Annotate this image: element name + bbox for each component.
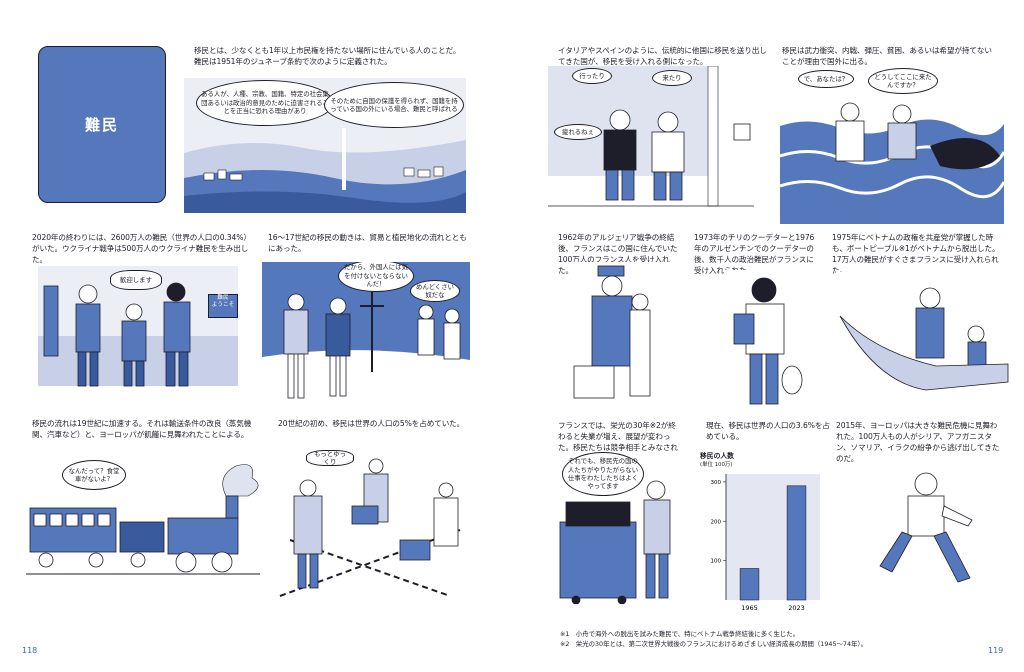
text-current-migrants: 現在、移民は世界の人口の3.6%を占めている。 xyxy=(706,421,830,441)
text-italy-spain: イタリアやスペインのように、伝統的に他国に移民を送り出してきた国が、移民を受け入… xyxy=(558,46,767,66)
speech-bubble: だから、外国人には気を付けないとならないんだ！ xyxy=(338,262,414,292)
speech-bubble: もっとゆっくり xyxy=(306,450,354,466)
panel-boat-people xyxy=(836,272,1010,408)
text-2015-crisis: 2015年、ヨーロッパは大きな難民危機に見舞われた。100万人もの人がシリア、ア… xyxy=(836,421,1000,463)
speech-bubble: 疲れるねぇ xyxy=(554,124,602,140)
speech-bubble: どうしてここに来たんですか？ xyxy=(868,68,938,94)
panel-geneva: ある人が、人種、宗教、国籍、特定の社会集団あるいは政治的意見のために迫害されるこ… xyxy=(184,78,466,213)
speech-bubble: 来たり xyxy=(652,70,692,86)
speech-bubble: で、あなたは？ xyxy=(798,70,854,88)
chart-y-tick-label: 200 xyxy=(711,519,722,525)
panel-train: なんだって？食堂車がないよ？ xyxy=(26,456,260,598)
migrants-chart: 移民の人数 (単位 100万) 100 200 300 1965 2023 xyxy=(696,450,830,618)
panel-algeria-family xyxy=(570,262,680,408)
chart-y-tick-label: 100 xyxy=(711,559,722,565)
chart-bar xyxy=(739,568,760,601)
text-refugees-2020: 2020年の終わりには、2600万人の難民（世界の人口の0.34%）がいた。ウク… xyxy=(32,233,251,264)
speech-bubble: それでも、移民先の国の人たちがやりたがらない仕事をわたしたちはよくやってます xyxy=(562,452,644,496)
chart-bar xyxy=(786,485,807,601)
chart-x-tick-label: 2023 xyxy=(788,604,805,612)
panel-inspection: もっとゆっくり xyxy=(270,450,470,600)
chart-x-tick-label: 1965 xyxy=(741,604,758,612)
intro-text: 移民とは、少なくとも1年以上市民権を持たない場所に住んでいる人のことだ。難民は1… xyxy=(194,46,461,66)
text-vietnam: 1975年にベトナムの政権を共産党が掌握した時も、ボートピープル※1がベトナムか… xyxy=(832,233,1000,275)
text-reasons: 移民は武力衝突、内戦、弾圧、貧困、あるいは希望が持てないことが理由で国外に出る。 xyxy=(782,46,992,66)
panel-colonists: だから、外国人には気を付けないとならないんだ！ めんどくさい奴だな xyxy=(262,262,470,408)
chapter-title: 難民 xyxy=(84,116,119,134)
panel-chile-woman xyxy=(724,270,808,410)
speech-bubble: ある人が、人種、宗教、国籍、特定の社会集団あるいは政治的意見のために迫害されるこ… xyxy=(196,80,334,126)
speech-bubble: なんだって？食堂車がないよ？ xyxy=(62,460,126,490)
panel-sea-rescue: で、あなたは？ どうしてここに来たんですか？ xyxy=(780,66,1004,224)
chart-plot: 100 200 300 1965 2023 xyxy=(711,474,820,612)
speech-bubble: 歓迎します xyxy=(110,270,162,290)
speech-bubble: そのために自国の保護を得られず、国籍を持っている国の外にいる場合、難民と呼ばれる xyxy=(324,82,464,128)
page-number-left: 118 xyxy=(22,646,38,655)
text-20-century: 20世紀の初め、移民は世界の人口の5%を占めていた。 xyxy=(278,419,465,428)
chart-title: 移民の人数 xyxy=(700,452,734,460)
sign-line: 難民 xyxy=(217,295,229,301)
title-card: 難民 xyxy=(38,46,166,203)
speech-bubble: めんどくさい奴だな xyxy=(410,280,460,302)
text-19-century: 移民の流れは19世紀に加速する。それは輸送条件の改良（蒸気機関、汽車など）と、ヨ… xyxy=(32,419,252,439)
welcome-sign: 難民 ようこそ xyxy=(208,294,238,318)
chart-unit: (単位 100万) xyxy=(700,462,733,468)
panel-running-man xyxy=(862,462,998,602)
text-16-17-century: 16〜17世紀の移民の動きは、貿易と植民地化の流れとともにあった。 xyxy=(268,233,467,253)
text-algeria: 1962年のアルジェリア戦争の終結後、フランスはこの国に住んでいた100万人のフ… xyxy=(558,233,678,275)
panel-welcome: 歓迎します 難民 ようこそ xyxy=(38,266,238,406)
footnote-2: ※2 栄光の30年とは、第二次世界大戦後のフランスにおけるめざましい経済成長の期… xyxy=(560,640,868,648)
speech-bubble: 行ったり xyxy=(572,68,612,84)
page-number-right: 119 xyxy=(988,646,1004,655)
panel-workers: それでも、移民先の国の人たちがやりたがらない仕事をわたしたちはよくやってます xyxy=(556,452,684,604)
chart-y-tick-label: 300 xyxy=(711,480,722,486)
footnote-1: ※1 小舟で海外への脱出を試みた難民で、特にベトナム戦争終結後に多く生じた。 xyxy=(560,630,800,638)
panel-old-men: 行ったり 来たり 疲れるねぇ xyxy=(548,66,754,218)
sign-line: ようこそ xyxy=(211,302,235,308)
